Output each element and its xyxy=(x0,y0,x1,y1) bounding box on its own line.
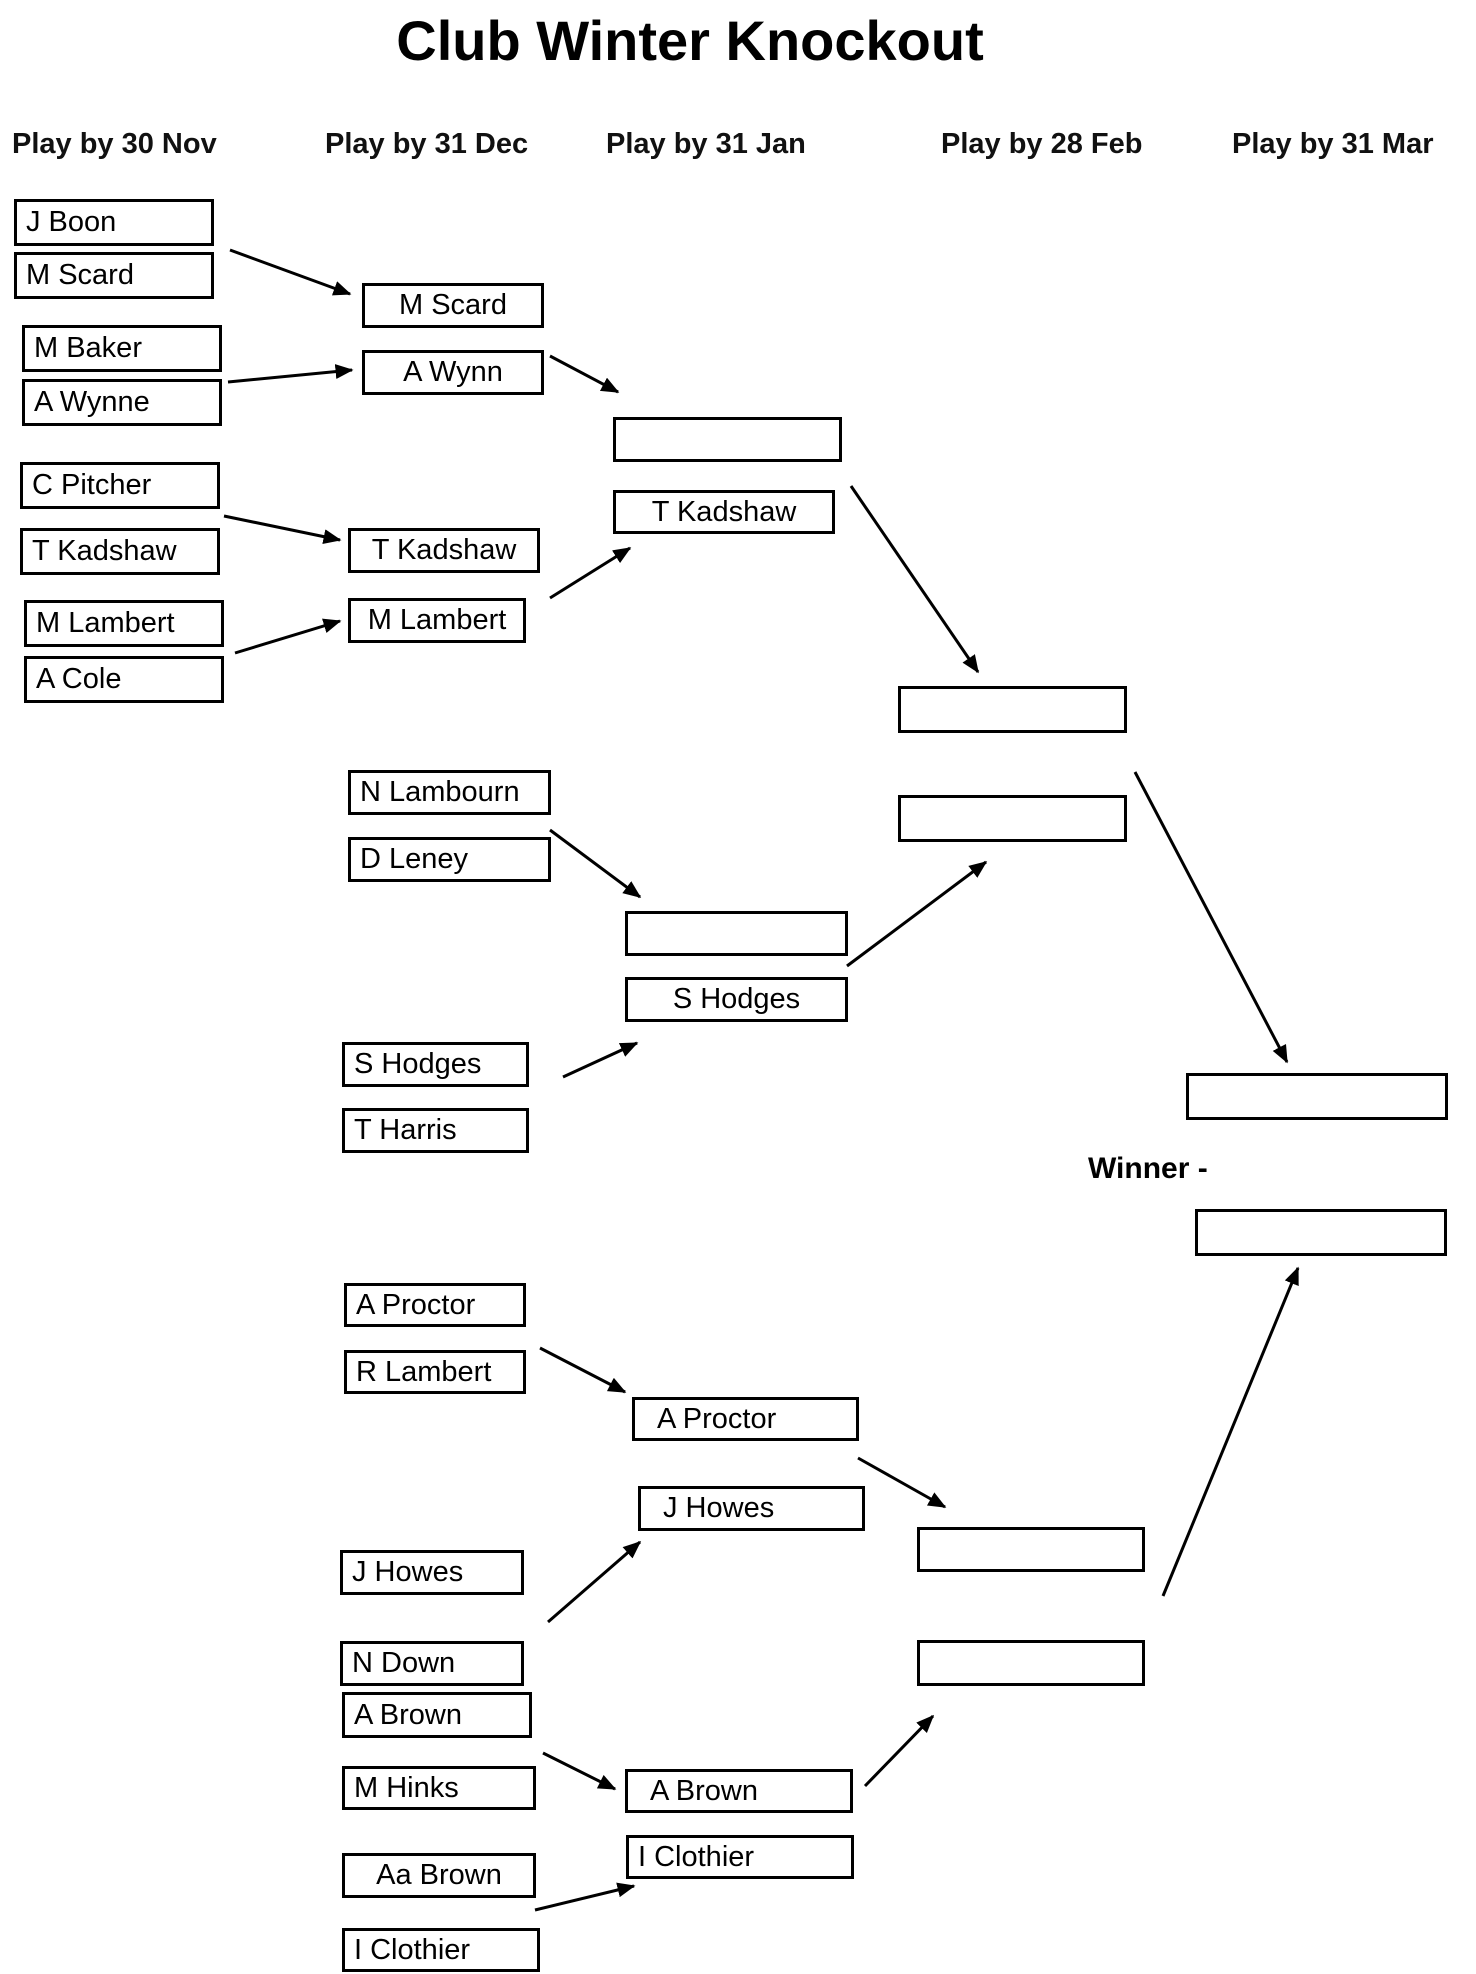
arrow-sf2-to-final xyxy=(1161,1266,1300,1597)
column-header-30-nov: Play by 30 Nov xyxy=(12,128,217,160)
page-title: Club Winter Knockout xyxy=(396,9,984,72)
sf-box-empty-4 xyxy=(917,1640,1145,1686)
arrow-r1m3-to-t-kadshaw xyxy=(223,514,342,545)
round2-box-t-kadshaw: T Kadshaw xyxy=(348,528,540,573)
arrow-qf1-to-sf1 xyxy=(849,485,980,674)
round2-box-r-lambert: R Lambert xyxy=(344,1350,526,1394)
final-box-bottom xyxy=(1195,1209,1447,1256)
qf-box-j-howes: J Howes xyxy=(638,1486,865,1531)
arrow-sf1-to-final xyxy=(1133,771,1289,1064)
round2-box-j-howes: J Howes xyxy=(340,1550,524,1595)
arrow-r2m5-to-a-proctor xyxy=(539,1346,627,1394)
qf-box-a-brown: A Brown xyxy=(625,1769,853,1813)
round1-box-j-boon: J Boon xyxy=(14,199,214,246)
arrow-r2m2-to-qf1 xyxy=(549,546,632,600)
round2-box-i-clothier: I Clothier xyxy=(342,1928,540,1972)
round1-box-c-pitcher: C Pitcher xyxy=(20,462,220,509)
round1-box-m-lambert: M Lambert xyxy=(24,600,224,647)
round1-box-t-kadshaw: T Kadshaw xyxy=(20,528,220,575)
column-header-28-feb: Play by 28 Feb xyxy=(941,128,1143,160)
qf-box-empty-2 xyxy=(625,911,848,956)
round2-box-s-hodges: S Hodges xyxy=(342,1042,529,1087)
round2-box-a-wynn: A Wynn xyxy=(362,350,544,395)
round1-box-a-cole: A Cole xyxy=(24,656,224,703)
arrow-r2m4-to-qf2 xyxy=(562,1041,639,1079)
qf-box-s-hodges: S Hodges xyxy=(625,977,848,1022)
arrow-r1m4-to-m-lambert xyxy=(234,618,342,655)
arrow-qf4-to-sf2 xyxy=(863,1714,935,1788)
column-header-31-jan: Play by 31 Jan xyxy=(606,128,806,160)
arrow-r2m1-to-qf1 xyxy=(549,354,620,394)
round1-box-m-scard: M Scard xyxy=(14,252,214,299)
round2-box-n-down: N Down xyxy=(340,1641,524,1686)
column-header-31-mar: Play by 31 Mar xyxy=(1232,128,1434,160)
arrow-qf3-to-sf2 xyxy=(857,1456,947,1509)
qf-box-i-clothier: I Clothier xyxy=(626,1835,854,1879)
qf-box-a-proctor: A Proctor xyxy=(632,1397,859,1441)
arrow-r1m1-to-m-scard xyxy=(229,248,352,296)
round2-box-m-lambert: M Lambert xyxy=(348,598,526,643)
round1-box-a-wynne: A Wynne xyxy=(22,379,222,426)
round2-box-m-hinks: M Hinks xyxy=(342,1766,536,1810)
sf-box-empty-2 xyxy=(898,795,1127,842)
sf-box-empty-3 xyxy=(917,1527,1145,1572)
winner-label: Winner - xyxy=(1088,1152,1208,1185)
round2-box-a-proctor: A Proctor xyxy=(344,1283,526,1327)
round2-box-a-brown: A Brown xyxy=(342,1692,532,1738)
round1-box-m-baker: M Baker xyxy=(22,325,222,372)
qf-box-t-kadshaw: T Kadshaw xyxy=(613,490,835,534)
arrow-r2m3-to-qf2 xyxy=(549,828,642,899)
arrow-r1m2-to-a-wynn xyxy=(227,364,354,384)
arrow-r2m7-to-a-brown xyxy=(542,1751,617,1791)
sf-box-empty-1 xyxy=(898,686,1127,733)
round2-box-d-leney: D Leney xyxy=(348,837,551,882)
round2-box-t-harris: T Harris xyxy=(342,1108,529,1153)
arrow-r2m8-to-i-clothier xyxy=(534,1882,636,1912)
arrow-qf2-to-sf1 xyxy=(846,860,988,968)
round2-box-aa-brown: Aa Brown xyxy=(342,1853,536,1898)
arrow-r2m6-to-j-howes xyxy=(547,1540,642,1624)
round2-box-n-lambourn: N Lambourn xyxy=(348,770,551,815)
final-box-top xyxy=(1186,1073,1448,1120)
column-header-31-dec: Play by 31 Dec xyxy=(325,128,529,160)
qf-box-empty-1 xyxy=(613,417,842,462)
round2-box-m-scard: M Scard xyxy=(362,283,544,328)
